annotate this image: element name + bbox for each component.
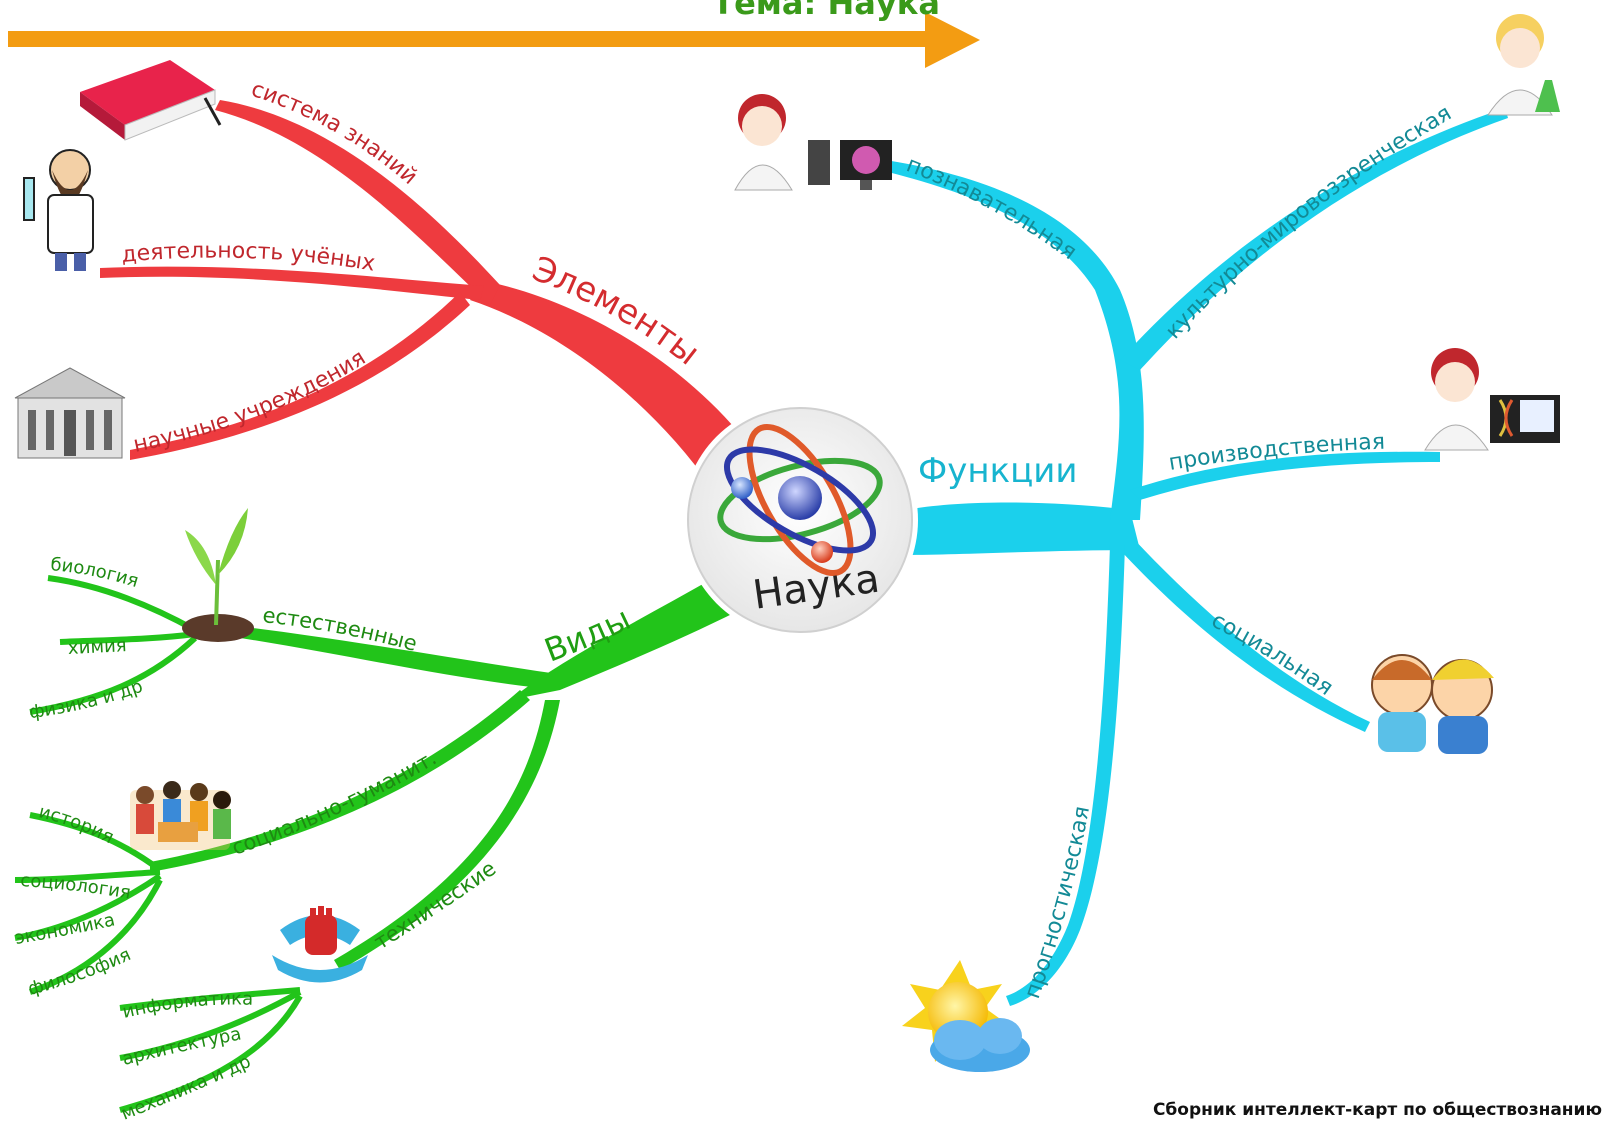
credit-caption: Сборник интеллект-карт по обществознанию xyxy=(1152,1100,1602,1120)
natural-sub-physics: физика и др xyxy=(28,676,146,723)
institution-building-icon xyxy=(14,367,126,459)
book-icon xyxy=(80,60,222,141)
people-group-icon xyxy=(130,781,231,850)
sprout-icon xyxy=(182,508,254,642)
branch-functions xyxy=(880,108,1508,1006)
tech-sub-informatics: информатика xyxy=(121,988,254,1022)
element-label-sistema: система знаний xyxy=(248,77,422,190)
social-sub-history: история xyxy=(37,801,117,848)
lab-dna-computer-icon xyxy=(1424,348,1560,451)
social-sub-economics: экономика xyxy=(13,909,117,948)
type-label-technical: технические xyxy=(370,856,500,954)
element-label-uchrezhdeniya: научные учреждения xyxy=(131,345,370,457)
lab-chemist-icon xyxy=(1487,14,1560,116)
children-icon xyxy=(1371,654,1494,754)
scientist-icon xyxy=(23,149,94,271)
social-sub-philosophy: философия xyxy=(26,944,134,1000)
natural-sub-chemistry: химия xyxy=(67,635,127,659)
topic-arrow xyxy=(8,12,980,68)
function-label-social: социальная xyxy=(1207,608,1337,701)
branch-title-functions: Функции xyxy=(918,451,1078,491)
atom-icon xyxy=(717,423,883,577)
function-label-cultural: культурно-мировоззренческая xyxy=(1161,101,1456,344)
branch-elements xyxy=(100,100,745,488)
topic-title: Тема: Наука xyxy=(712,0,940,22)
branch-types xyxy=(14,575,740,1113)
type-label-social: социально-гуманит. xyxy=(229,746,441,860)
sun-cloud-icon xyxy=(902,960,1030,1072)
lab-microscope-icon xyxy=(734,94,892,191)
fist-emblem-icon xyxy=(272,906,368,983)
function-label-cognitive: познавательная xyxy=(903,152,1081,265)
center-node: Наука xyxy=(682,402,918,638)
